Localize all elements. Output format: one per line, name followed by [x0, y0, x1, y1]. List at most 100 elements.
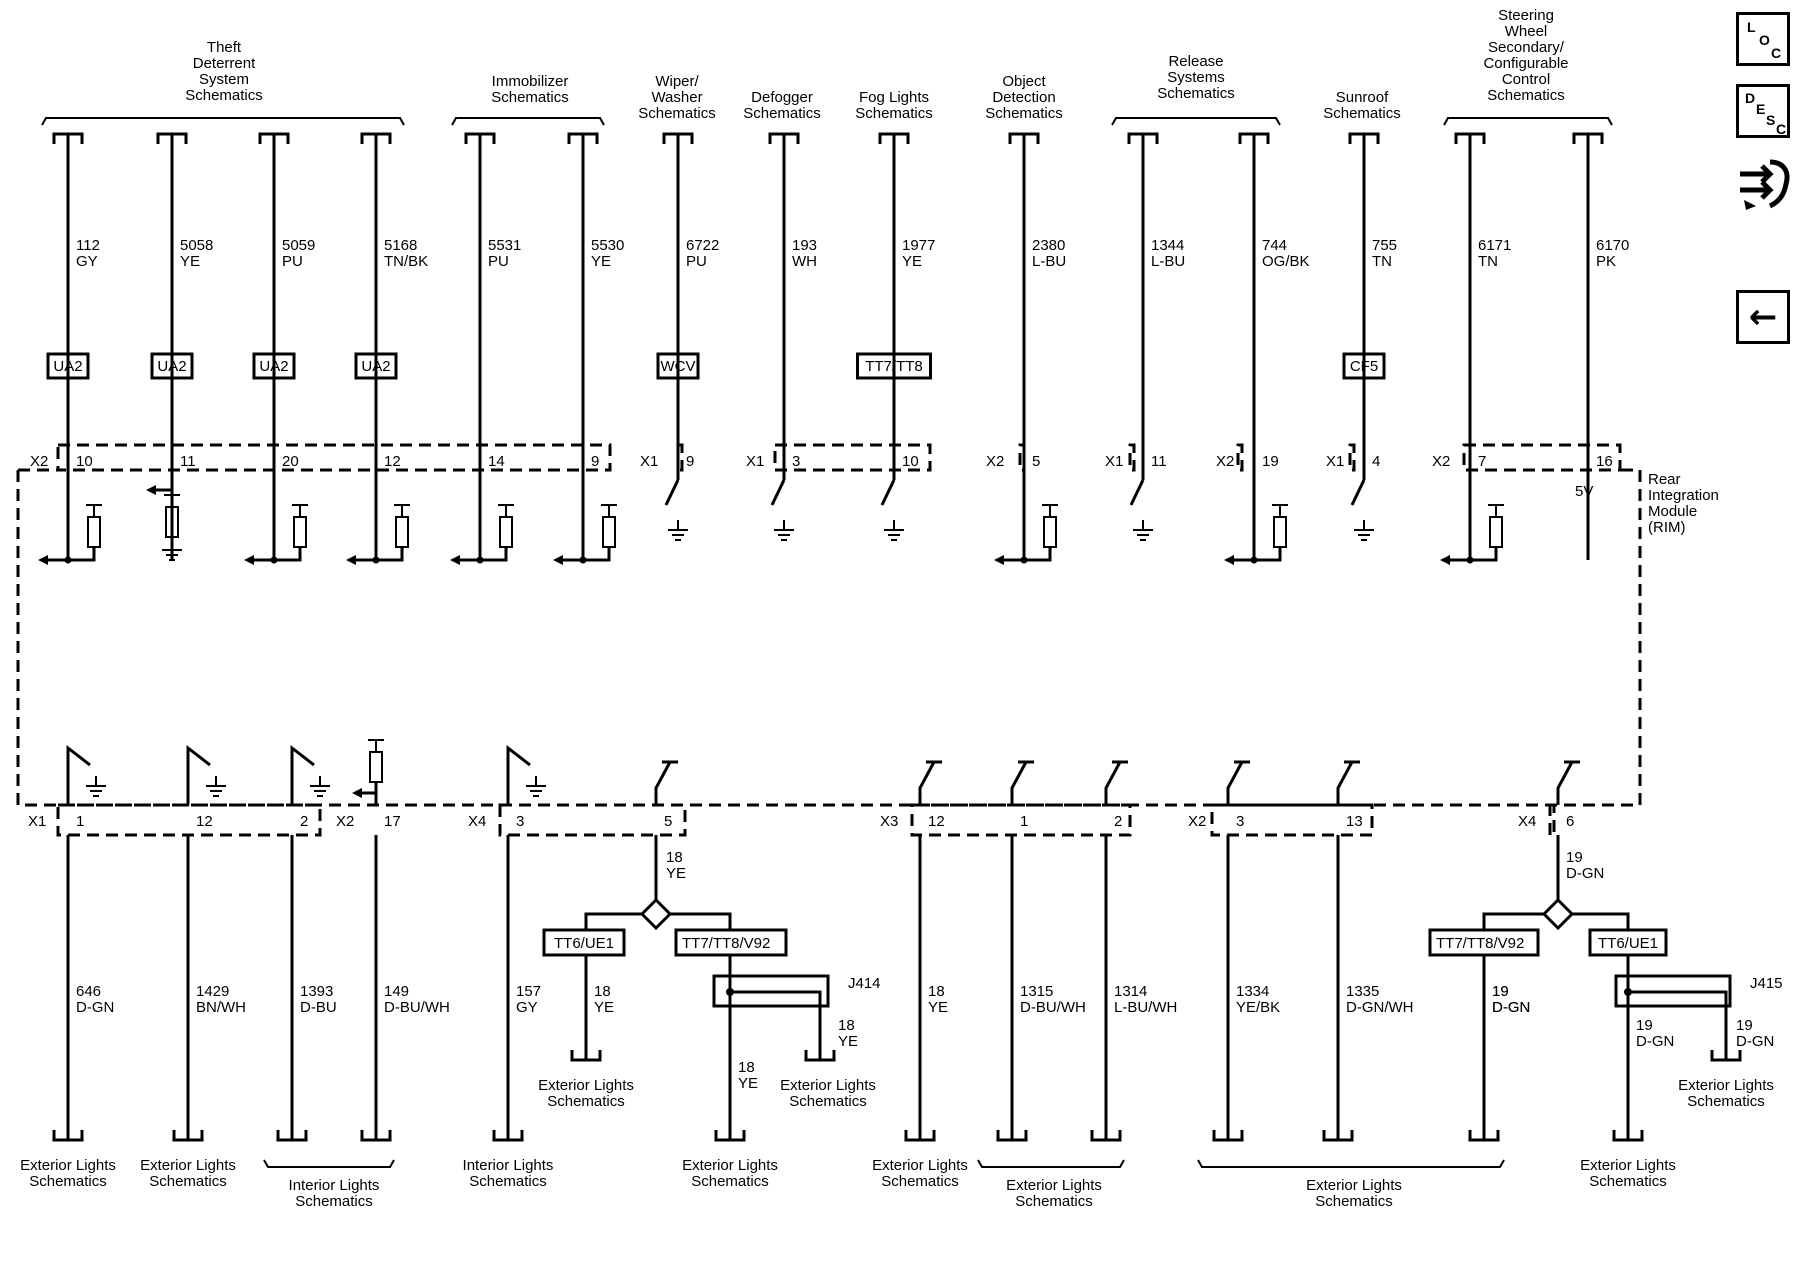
desc-button[interactable]: D E S C: [1736, 84, 1790, 138]
wire-color: YE: [838, 1033, 858, 1050]
circuit-number: 193: [792, 237, 817, 254]
circuit-number: 5168: [384, 237, 417, 254]
loc-button[interactable]: L O C: [1736, 12, 1790, 66]
wire-color: D-GN/WH: [1346, 999, 1414, 1016]
destination-label: Schematics: [1315, 1193, 1393, 1210]
destination-label: Schematics: [789, 1093, 867, 1110]
wire-color: D-GN: [1492, 999, 1530, 1016]
option-label: WCV: [661, 358, 696, 375]
circuit-number: 5058: [180, 237, 213, 254]
wire-color: GY: [516, 999, 538, 1016]
pin-number: 10: [76, 453, 93, 470]
pin-number: 12: [196, 813, 213, 830]
pin-number: 7: [1478, 453, 1486, 470]
circuit-number: 5531: [488, 237, 521, 254]
back-arrow-button[interactable]: ←: [1736, 290, 1790, 344]
pin-number: 4: [1372, 453, 1380, 470]
bottom-pin: 13: [1336, 760, 1363, 830]
wire-color: D-GN: [76, 999, 114, 1016]
wire-color: D-BU/WH: [1020, 999, 1086, 1016]
module-outline: [16, 468, 1642, 807]
pin-number: 5: [1032, 453, 1040, 470]
wire-color: PK: [1596, 253, 1616, 270]
option-label: TT7/TT8: [865, 358, 923, 375]
hand-arrows-icon[interactable]: [1736, 156, 1792, 212]
pin-number: 19: [1262, 453, 1279, 470]
destination-label: Schematics: [29, 1173, 107, 1190]
circuit-number: 1334: [1236, 983, 1269, 1000]
splice-left: [542, 868, 830, 1140]
connector-id: X1: [1326, 453, 1344, 470]
option-left-a: TT6/UE1: [554, 935, 614, 952]
pin-number: 10: [902, 453, 919, 470]
wire-color: D-GN: [1566, 865, 1604, 882]
option-right-a: TT7/TT8/V92: [1436, 935, 1524, 952]
pin-number: 9: [686, 453, 694, 470]
circuit-number: 19: [1736, 1017, 1753, 1034]
heading-line: Systems: [1167, 69, 1225, 86]
wire-color: YE: [591, 253, 611, 270]
pin-number: 2: [300, 813, 308, 830]
circuit-number: 112: [76, 237, 100, 254]
nav-panel: L O C D E S C ←: [1736, 12, 1792, 344]
connector-id: X1: [1105, 453, 1123, 470]
circuit-number: 6722: [686, 237, 719, 254]
destination-label: Exterior Lights: [872, 1157, 968, 1174]
connector-id: X1: [746, 453, 764, 470]
connector-id: X2: [336, 813, 354, 830]
circuit-number: 19: [1636, 1017, 1653, 1034]
connector-id: X2: [30, 453, 48, 470]
wire-color: D-BU/WH: [384, 999, 450, 1016]
circuit-number: 1393: [300, 983, 333, 1000]
top-brackets: [41, 117, 1613, 126]
voltage-label: 5V: [1575, 483, 1593, 500]
heading-line: Schematics: [1487, 87, 1565, 104]
option-label-box: [252, 352, 296, 380]
pin-number: 3: [1236, 813, 1244, 830]
circuit-number: 1429: [196, 983, 229, 1000]
option-label-box: [150, 352, 194, 380]
heading-line: Sunroof: [1336, 89, 1389, 106]
wire-color: PU: [282, 253, 303, 270]
heading-line: Release: [1168, 53, 1223, 70]
destination-label: Exterior Lights: [20, 1157, 116, 1174]
connector-id: X2: [986, 453, 1004, 470]
wire-color: WH: [792, 253, 817, 270]
wire-color: YE: [902, 253, 922, 270]
pin-number: 20: [282, 453, 299, 470]
wire-color: L-BU: [1151, 253, 1185, 270]
circuit-number: 19: [1566, 849, 1583, 866]
heading-line: Wiper/: [655, 73, 699, 90]
destination-label: Exterior Lights: [140, 1157, 236, 1174]
heading-line: Schematics: [743, 105, 821, 122]
circuit-number: 157: [516, 983, 541, 1000]
wire-color: L-BU: [1032, 253, 1066, 270]
heading-line: Theft: [207, 39, 242, 56]
option-label: CF5: [1350, 358, 1378, 375]
wire-color: TN: [1372, 253, 1392, 270]
pin-number: 2: [1114, 813, 1122, 830]
heading-line: Immobilizer: [492, 73, 569, 90]
circuit-number: 18: [928, 983, 945, 1000]
pin-number: 5: [664, 813, 672, 830]
wire-color: YE: [594, 999, 614, 1016]
bottom-wire: 19D-GN: [1468, 983, 1530, 1142]
connector-id: X1: [28, 813, 46, 830]
option-label-box: [46, 352, 90, 380]
wire-color: YE: [738, 1075, 758, 1092]
pin-number: 14: [488, 453, 505, 470]
connector-id: X3: [880, 813, 898, 830]
connector-id: X4: [468, 813, 486, 830]
wire-color: OG/BK: [1262, 253, 1310, 270]
